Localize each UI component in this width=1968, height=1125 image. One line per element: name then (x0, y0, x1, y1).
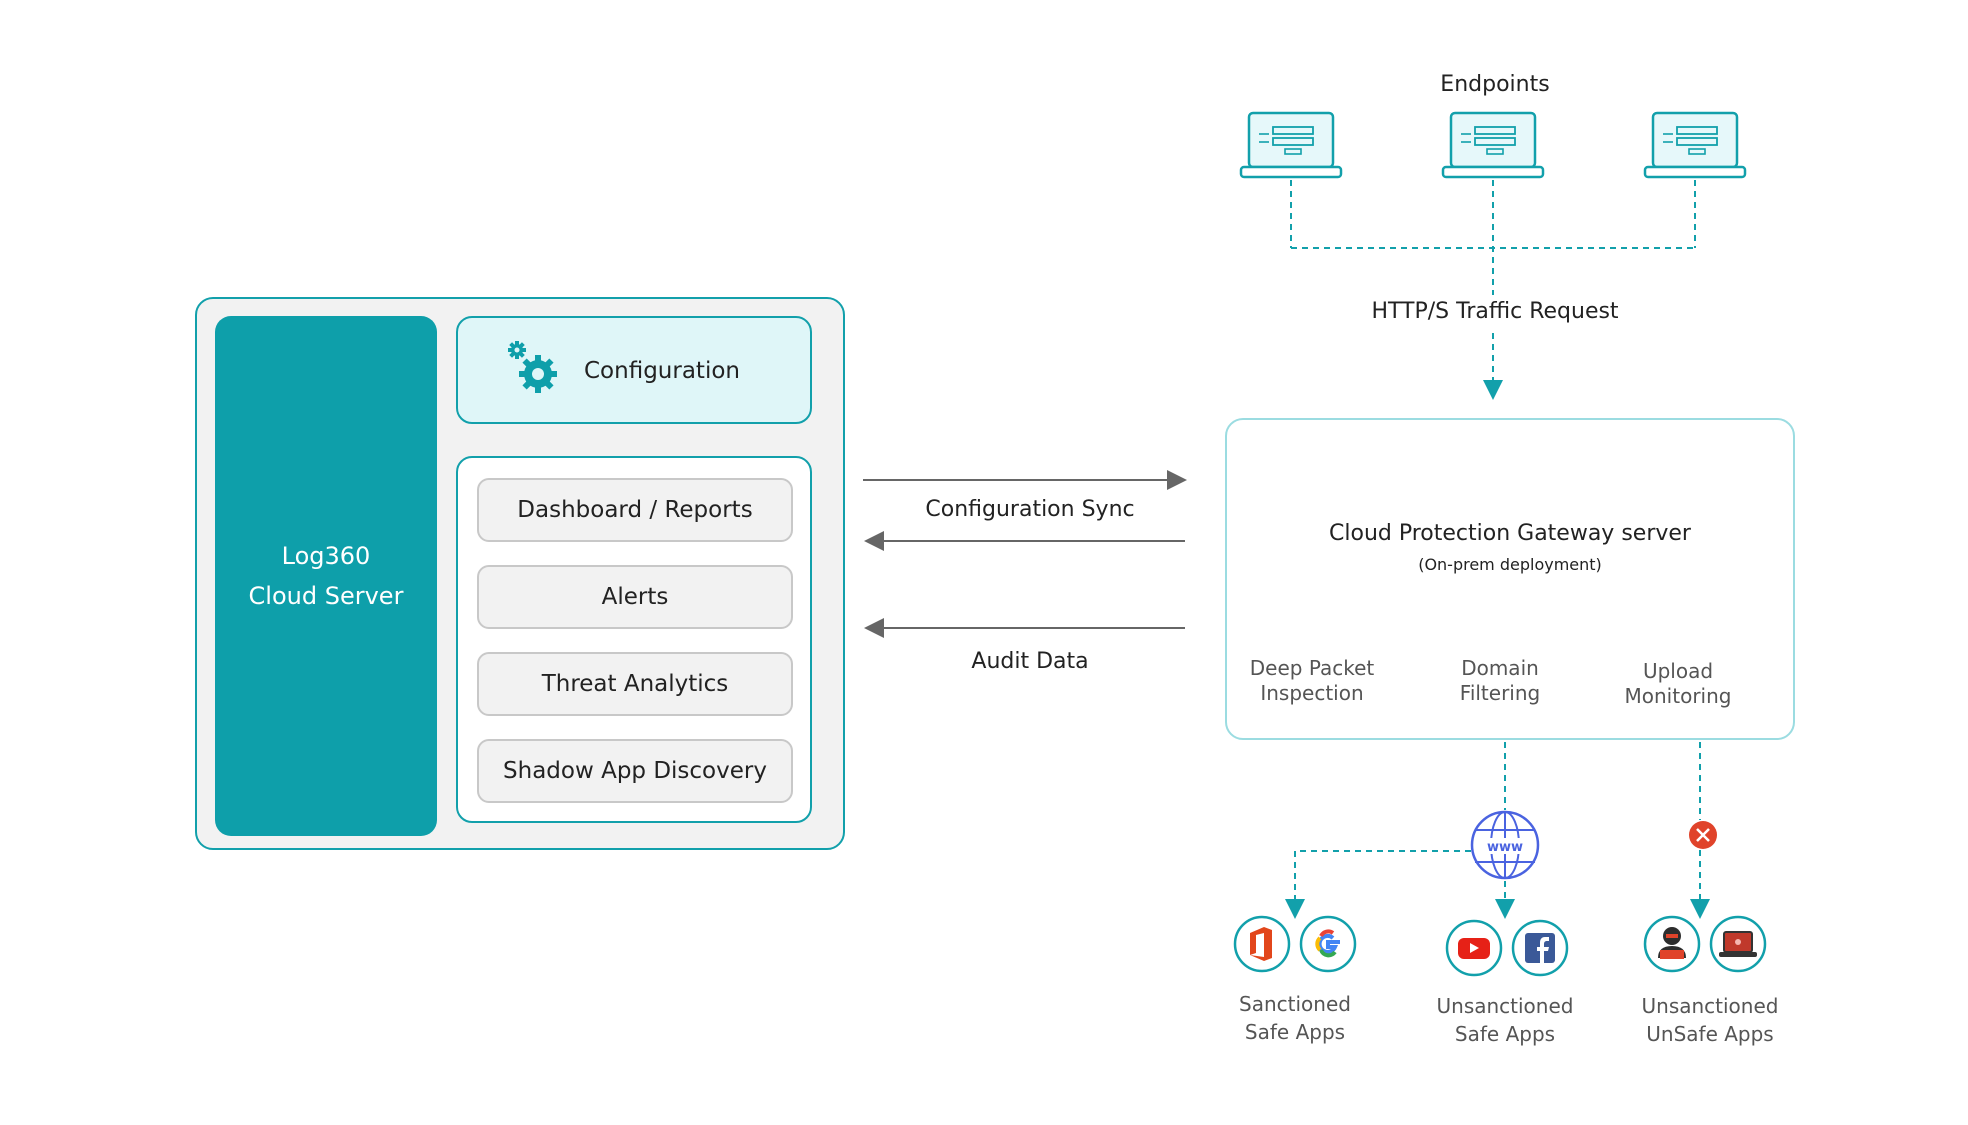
app-group-unsanctioned-unsafe: Unsanctioned UnSafe Apps (1605, 992, 1815, 1048)
app-group-line: Sanctioned (1239, 992, 1351, 1016)
module-dashboard-reports[interactable]: Dashboard / Reports (477, 478, 793, 542)
blocked-icon (1689, 821, 1717, 849)
app-group-sanctioned-safe: Sanctioned Safe Apps (1200, 990, 1390, 1046)
feature-line: Filtering (1459, 681, 1541, 705)
module-alerts[interactable]: Alerts (477, 565, 793, 629)
app-group-line: Safe Apps (1454, 1022, 1556, 1046)
cloud-server-line1: Log360 (281, 542, 371, 570)
youtube-icon (1445, 919, 1503, 977)
laptop-icon (1239, 111, 1343, 179)
endpoint-connectors (1290, 180, 1696, 400)
gears-icon (508, 341, 557, 393)
laptop-icon (1441, 111, 1545, 179)
configuration-sync-label: Configuration Sync (925, 497, 1135, 522)
feature-deep-packet-inspection: Deep Packet Inspection (1232, 656, 1392, 706)
app-group-line: UnSafe Apps (1646, 1022, 1774, 1046)
feature-line: Domain (1461, 656, 1539, 680)
configuration-label: Configuration (584, 358, 740, 384)
log360-cloud-server: Log360 Cloud Server (215, 316, 437, 836)
module-threat-analytics[interactable]: Threat Analytics (477, 652, 793, 716)
module-shadow-app-discovery[interactable]: Shadow App Discovery (477, 739, 793, 803)
modules-box: Dashboard / Reports Alerts Threat Analyt… (456, 456, 812, 823)
facebook-icon (1511, 919, 1569, 977)
app-group-line: Safe Apps (1244, 1020, 1346, 1044)
gateway-title: Cloud Protection Gateway server (1329, 521, 1691, 546)
app-connectors (1285, 742, 1710, 919)
cloud-server-line2: Cloud Server (248, 582, 404, 610)
globe-icon (1470, 810, 1540, 880)
sync-arrows (863, 470, 1187, 638)
malware-laptop-icon (1709, 915, 1767, 973)
feature-line: Upload (1642, 659, 1714, 683)
gateway-subtitle: (On-prem deployment) (1418, 555, 1602, 574)
laptop-icon (1643, 111, 1747, 179)
google-icon (1299, 915, 1357, 973)
hacker-icon (1643, 915, 1701, 973)
feature-line: Monitoring (1624, 684, 1732, 708)
feature-domain-filtering: Domain Filtering (1420, 656, 1580, 706)
office-icon (1233, 915, 1291, 973)
app-group-unsanctioned-safe: Unsanctioned Safe Apps (1405, 992, 1605, 1048)
gateway-box (1225, 418, 1795, 740)
feature-line: Inspection (1260, 681, 1364, 705)
globe-www-text: www (1487, 840, 1523, 855)
feature-line: Deep Packet (1249, 656, 1375, 680)
audit-data-label: Audit Data (971, 649, 1089, 674)
feature-upload-monitoring: Upload Monitoring (1598, 659, 1758, 709)
app-group-line: Unsanctioned (1436, 994, 1574, 1018)
traffic-request-label: HTTP/S Traffic Request (1325, 299, 1665, 324)
app-group-line: Unsanctioned (1641, 994, 1779, 1018)
endpoints-title: Endpoints (1440, 72, 1550, 97)
configuration-box[interactable]: Configuration (456, 316, 812, 424)
